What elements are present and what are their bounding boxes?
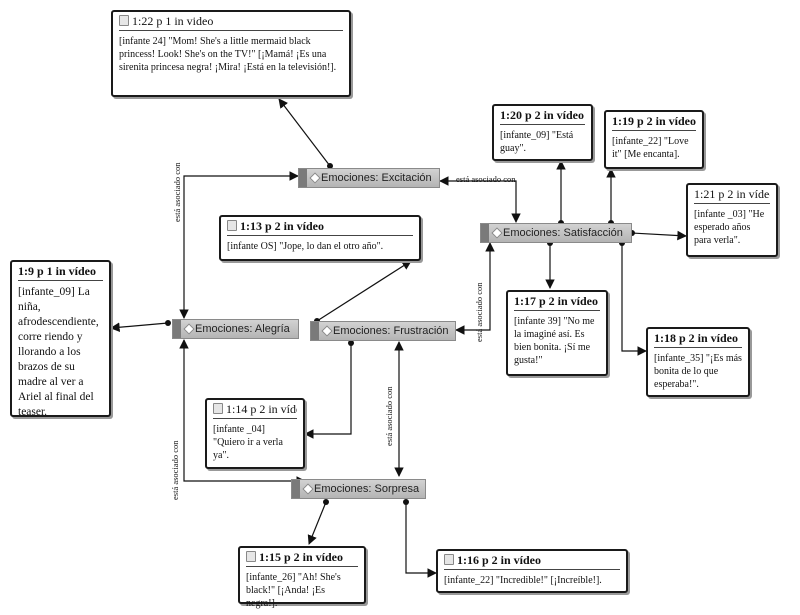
quotation-1-17[interactable]: 1:17 p 2 in vídeo [infante 39] "No me la… [506,290,608,376]
link-dot [165,320,171,326]
code-diamond-icon [321,325,333,337]
quotation-reference: 1:21 p 2 in vídeo [694,187,770,201]
document-icon [246,551,256,562]
quotation-text: [infante _03] "He esperado años para ver… [694,209,765,246]
relation-label: está asociado con [456,174,516,184]
code-diamond-icon [309,172,321,184]
quotation-reference: 1:9 p 1 in vídeo [18,264,97,278]
quotation-1-9[interactable]: 1:9 p 1 in vídeo [infante_09] La niña, a… [10,260,111,418]
quotation-text: [infante_35] "¡Es más bonita de lo que e… [654,353,742,390]
document-icon [213,403,223,414]
code-satisfaccion[interactable]: Emociones: Satisfacción [480,223,632,243]
quotation-1-20[interactable]: 1:20 p 2 in vídeo [infante_09] "Está gua… [492,104,593,161]
quotation-reference: 1:18 p 2 in vídeo [654,331,739,345]
rel-satisfaccion-frustracion [455,242,495,335]
link-frustracion-q113 [316,260,412,322]
rel-excitacion-alegria [179,171,299,319]
quotation-reference: 1:16 p 2 in vídeo [457,553,542,567]
link-sorpresa-q116 [405,502,437,578]
quotation-reference: 1:22 p 1 in video [132,14,214,28]
quotation-text: [infante_26] "Ah! She's black!" [¡Anda! … [246,572,341,609]
quotation-1-21[interactable]: 1:21 p 2 in vídeo [infante _03] "He espe… [686,183,778,257]
code-label: Emociones: Sorpresa [314,483,420,495]
document-icon [119,15,129,26]
quotation-1-16[interactable]: 1:16 p 2 in vídeo [infante_22] "Incredib… [436,549,628,593]
link-dot [403,499,409,505]
link-sorpresa-q115 [307,501,327,545]
rel-excitacion-satisfaccion [439,176,521,223]
quotation-reference: 1:14 p 2 in vídeo [226,402,297,416]
relation-label: está asociado con [384,386,394,446]
relation-label: está asociado con [172,162,182,222]
document-icon [444,554,454,565]
link-alegria-q19 [110,322,169,333]
link-satisfaccion-q121 [631,230,687,241]
link-excitacion-q122 [278,98,331,167]
quotation-reference: 1:13 p 2 in vídeo [240,219,325,233]
code-label: Emociones: Frustración [333,325,449,337]
code-label: Emociones: Satisfacción [503,227,623,239]
quotation-reference: 1:19 p 2 in vídeo [612,114,696,128]
quotation-text: [infante _04] "Quiero ir a verla ya". [213,424,283,461]
link-frustracion-q114 [304,343,352,439]
quotation-reference: 1:15 p 2 in vídeo [259,550,344,564]
relation-label: está asociado con [474,282,484,342]
code-diamond-icon [491,227,503,239]
code-excitacion[interactable]: Emociones: Excitación [298,168,440,188]
quotation-text: [infante OS] "Jope, lo dan el otro año". [227,241,384,252]
quotation-1-22[interactable]: 1:22 p 1 in video [infante 24] "Mom! She… [111,10,351,97]
quotation-text: [infante 39] "No me la imaginé así. Es b… [514,316,595,366]
quotation-1-15[interactable]: 1:15 p 2 in vídeo [infante_26] "Ah! She'… [238,546,366,609]
quotation-text: [infante_09] "Está guay". [500,130,574,154]
quotation-1-13[interactable]: 1:13 p 2 in vídeo [infante OS] "Jope, lo… [219,215,421,261]
quotation-1-18[interactable]: 1:18 p 2 in vídeo [infante_35] "¡Es más … [646,327,750,397]
code-sorpresa[interactable]: Emociones: Sorpresa [291,479,426,499]
code-label: Emociones: Excitación [321,172,432,184]
code-diamond-icon [302,483,314,495]
document-icon [227,220,237,231]
quotation-1-14[interactable]: 1:14 p 2 in vídeo [infante _04] "Quiero … [205,398,305,469]
link-dot [323,499,329,505]
link-dot [327,163,333,169]
quotation-text: [infante_09] La niña, afrodescendiente, … [18,286,99,418]
quotation-text: [infante_22] "Love it" [Me encanta]. [612,136,689,160]
rel-alegria-sorpresa [179,339,306,486]
relation-label: está asociado con [170,440,180,500]
link-dot [348,340,354,346]
quotation-text: [infante_22] "Incredible!" [¡Increíble!]… [444,575,602,586]
quotation-1-19[interactable]: 1:19 p 2 in vídeo [infante_22] "Love it"… [604,110,704,169]
quotation-reference: 1:20 p 2 in vídeo [500,108,585,122]
link-satisfaccion-q118 [621,243,647,356]
code-label: Emociones: Alegría [195,323,290,335]
code-frustracion[interactable]: Emociones: Frustración [310,321,456,341]
code-alegria[interactable]: Emociones: Alegría [172,319,299,339]
quotation-text: [infante 24] "Mom! She's a little mermai… [119,36,337,73]
quotation-reference: 1:17 p 2 in vídeo [514,294,599,308]
code-diamond-icon [183,323,195,335]
